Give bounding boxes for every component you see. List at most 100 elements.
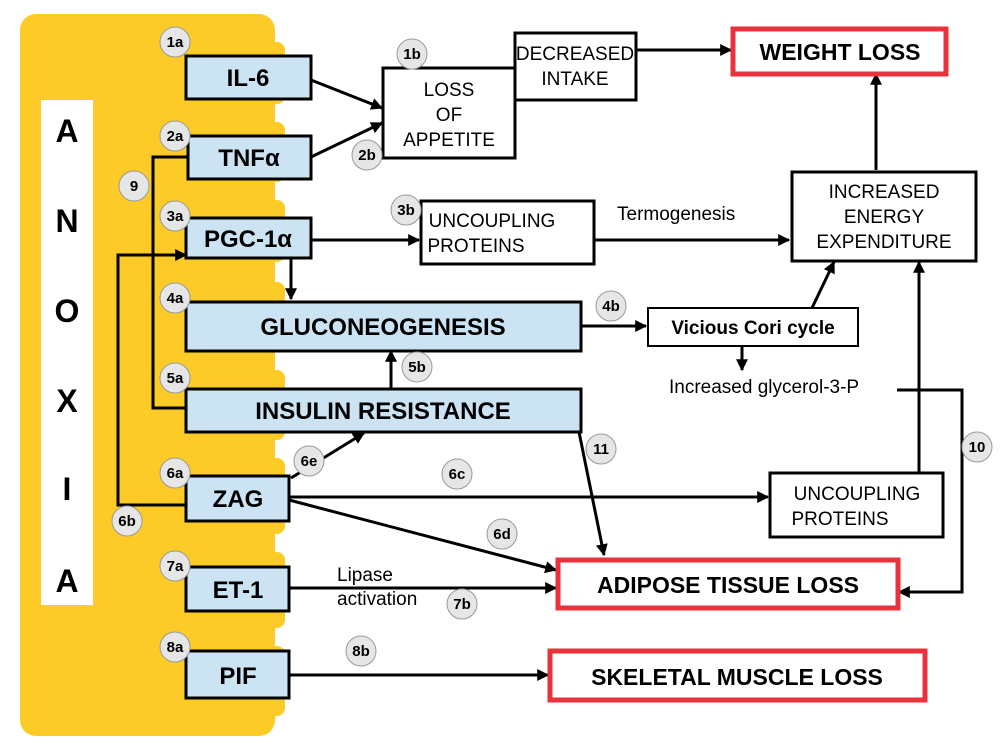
annotations: Termogenesis Increased glycerol-3-P Lipa…	[337, 204, 859, 610]
uncoupling-top-line: UNCOUPLING	[429, 211, 556, 232]
anoxia-letter: A	[55, 113, 78, 149]
pif-label: PIF	[219, 663, 256, 690]
appetite-line: APPETITE	[403, 130, 495, 151]
et1-box	[184, 565, 291, 613]
marker-5a: 5a	[159, 362, 191, 394]
arrow-cori-energy	[810, 260, 836, 309]
svg-text:10: 10	[969, 439, 986, 456]
svg-text:3a: 3a	[167, 208, 184, 225]
marker-4b: 4b	[595, 290, 627, 322]
anoxia-letter: X	[56, 383, 78, 419]
marker-8a: 8a	[159, 631, 191, 663]
svg-text:3b: 3b	[397, 202, 415, 219]
arrow-il6-appetite	[310, 78, 384, 110]
marker-4a: 4a	[159, 282, 191, 314]
marker-8b: 8b	[345, 635, 377, 667]
appetite-line: OF	[436, 105, 462, 126]
insulin-resistance-box	[184, 387, 583, 434]
gluconeogenesis-label: GLUCONEOGENESIS	[260, 314, 505, 341]
uncoupling-proteins-top-box	[419, 199, 596, 266]
factor-boxes: IL-6 TNFα PGC-1α GLUCONEOGENESIS INSULIN…	[184, 54, 583, 700]
svg-text:7a: 7a	[167, 558, 184, 575]
intermediate-boxes: LOSS OF APPETITE DECREASED INTAKE UNCOUP…	[381, 31, 978, 539]
arrow-tnf-appetite	[310, 121, 384, 159]
arrow-insulin-adipose	[577, 431, 608, 557]
adipose-tissue-loss-label: ADIPOSE TISSUE LOSS	[597, 572, 859, 598]
uncoupling-bottom-line: PROTEINS	[791, 509, 888, 530]
tnf-box	[186, 134, 313, 181]
vicious-cori-label: Vicious Cori cycle	[671, 318, 834, 339]
uncoupling-proteins-bottom-box	[768, 471, 945, 539]
marker-1a: 1a	[159, 26, 191, 58]
anoxia-letter: N	[55, 203, 78, 239]
svg-text:6d: 6d	[493, 526, 511, 543]
svg-text:8a: 8a	[167, 639, 184, 656]
tnf-label: TNFα	[218, 145, 280, 172]
energy-expenditure-box	[790, 170, 978, 263]
svg-text:8b: 8b	[352, 643, 370, 660]
appetite-line: LOSS	[424, 80, 475, 101]
marker-6a: 6a	[159, 457, 191, 489]
gluconeogenesis-box	[184, 300, 583, 353]
decreased-intake-box	[513, 31, 638, 102]
pgc-box	[184, 216, 313, 260]
marker-6d: 6d	[486, 518, 518, 550]
svg-text:6e: 6e	[301, 453, 318, 470]
marker-6e: 6e	[293, 445, 325, 477]
pif-box	[184, 649, 291, 700]
svg-text:2a: 2a	[167, 128, 184, 145]
adipose-tissue-loss-box	[555, 557, 901, 611]
svg-text:11: 11	[593, 441, 609, 458]
outcome-boxes: WEIGHT LOSS ADIPOSE TISSUE LOSS SKELETAL…	[547, 26, 949, 703]
uncoupling-top-line: PROTEINS	[427, 236, 524, 257]
marker-5b: 5b	[401, 351, 433, 383]
marker-6c: 6c	[441, 458, 473, 490]
arrow-tnf-insulin	[151, 155, 215, 414]
il6-label: IL-6	[227, 65, 270, 92]
zag-box	[184, 474, 291, 523]
arrow-zag-pgc	[116, 249, 188, 507]
marker-10: 10	[961, 431, 993, 463]
zag-label: ZAG	[213, 486, 264, 513]
svg-text:6c: 6c	[449, 466, 466, 483]
il6-box	[184, 54, 313, 101]
pgc-label: PGC-1α	[204, 226, 292, 253]
connections	[116, 44, 964, 681]
energy-line: EXPENDITURE	[816, 232, 951, 253]
svg-text:5a: 5a	[167, 370, 184, 387]
svg-text:2b: 2b	[358, 147, 376, 164]
marker-11: 11	[585, 433, 617, 465]
svg-text:6a: 6a	[167, 465, 184, 482]
svg-text:7b: 7b	[453, 596, 471, 613]
lipase-line: Lipase	[337, 565, 393, 586]
marker-7a: 7a	[159, 550, 191, 582]
energy-line: ENERGY	[844, 207, 925, 228]
anoxia-letter: O	[55, 293, 80, 329]
intake-line: DECREASED	[516, 44, 634, 65]
svg-text:1a: 1a	[167, 34, 184, 51]
marker-3b: 3b	[390, 194, 422, 226]
loss-of-appetite-box	[381, 66, 517, 160]
anoxia-label: A N O X I A	[55, 113, 80, 599]
svg-text:4a: 4a	[167, 290, 184, 307]
marker-6b: 6b	[111, 505, 143, 537]
marker-2a: 2a	[159, 120, 191, 152]
weight-loss-box	[730, 26, 949, 77]
anoxia-letter: A	[55, 563, 78, 599]
skeletal-muscle-loss-box	[547, 648, 928, 703]
arrow-zag-adipose	[288, 498, 558, 574]
weight-loss-label: WEIGHT LOSS	[760, 39, 921, 65]
marker-9: 9	[118, 170, 150, 202]
marker-1b: 1b	[396, 38, 428, 70]
step-markers: 1a 1b 2a 2b 3a 3b 4a 4b 5a 5b 6a 6b 6c 6…	[111, 26, 993, 667]
marker-7b: 7b	[446, 588, 478, 620]
svg-text:1b: 1b	[403, 46, 421, 63]
increased-glycerol-label: Increased glycerol-3-P	[669, 377, 859, 398]
termogenesis-label: Termogenesis	[617, 204, 735, 225]
intake-line: INTAKE	[541, 69, 608, 90]
anoxia-letter: I	[63, 471, 72, 507]
marker-2b: 2b	[351, 139, 383, 171]
svg-text:6b: 6b	[118, 513, 136, 530]
energy-line: INCREASED	[829, 182, 940, 203]
